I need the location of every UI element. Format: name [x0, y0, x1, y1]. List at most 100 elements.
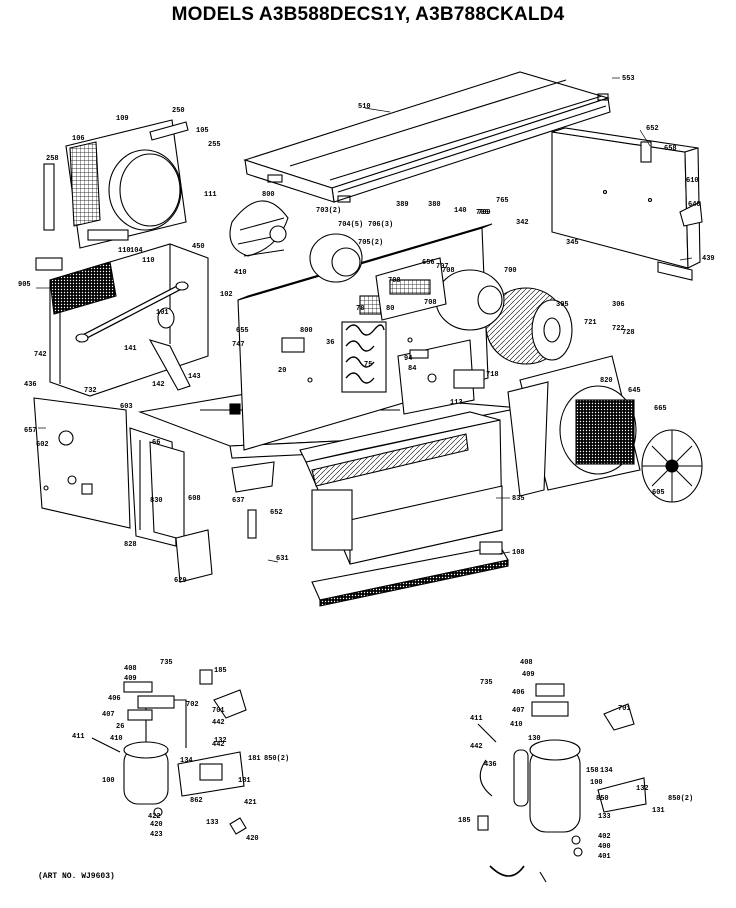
part-callout: 110 [142, 257, 155, 265]
part-callout: 709 [478, 209, 491, 217]
part-callout: 665 [654, 405, 667, 413]
part-callout: 102 [220, 291, 233, 299]
compressor-left-callout: 420 [150, 821, 163, 829]
partition-panel-part [129, 427, 185, 547]
compressor-right-assembly [477, 683, 647, 883]
compressor-right-callout: 132 [636, 785, 649, 793]
compressor-right-callout: 134 [600, 767, 613, 775]
part-callout: 320 [0, 0, 13, 3]
leader-lines [36, 77, 693, 563]
part-callout: 835 [512, 495, 525, 503]
compressor-left-callout: 735 [160, 659, 173, 667]
part-callout: 380 [428, 201, 441, 209]
part-callout: 728 [622, 329, 635, 337]
compressor-right-callout: 400 [598, 843, 611, 851]
part-callout: 657 [24, 427, 37, 435]
part-callout: 708 [424, 299, 437, 307]
part-callout: 708 [442, 267, 455, 275]
blower-motor-part [375, 257, 505, 331]
compressor-left-callout: 862 [190, 797, 203, 805]
muffler-tube-part [75, 281, 191, 391]
compressor-left-callout: 423 [150, 831, 163, 839]
front-grille-part [299, 411, 503, 565]
compressor-right-callout: 158 [586, 767, 599, 775]
compressor-right-callout: 410 [510, 721, 523, 729]
compressor-left-callout: 442 [212, 741, 225, 749]
compressor-left-callout: 100 [102, 777, 115, 785]
compressor-right-callout: 100 [590, 779, 603, 787]
part-callout: 637 [232, 497, 245, 505]
top-rail-part [243, 71, 611, 203]
compressor-left-labels: 4084097351854064072641041144210086242242… [72, 659, 289, 843]
part-callout: 705(2) [358, 239, 383, 247]
part-callout: 652 [270, 509, 283, 517]
compressor-left-callout: 850(2) [264, 755, 289, 763]
part-callout: 105 [196, 127, 209, 135]
rear-panel-part [551, 127, 703, 281]
compressor-left-callout: 134 [180, 757, 193, 765]
part-callout: 101 [156, 309, 169, 317]
part-callout: 703(2) [316, 207, 341, 215]
part-callout: 652 [646, 125, 659, 133]
blower-scroll-part [507, 355, 641, 497]
compressor-left-callout: 409 [124, 675, 137, 683]
compressor-right-callout: 407 [512, 707, 525, 715]
compressor-right-callout: 411 [470, 715, 483, 723]
part-callout: 342 [516, 219, 529, 227]
part-callout: 389 [396, 201, 409, 209]
compressor-right-callout: 130 [528, 735, 541, 743]
part-callout: 306 [612, 301, 625, 309]
compressor-right-labels: 4084097354064074104114421304361001347018… [458, 659, 693, 861]
compressor-left-callout: 411 [72, 733, 85, 741]
compressor-right-callout: 402 [598, 833, 611, 841]
compressor-right-callout: 701 [618, 705, 631, 713]
part-callout: 603 [120, 403, 133, 411]
part-callout: 605 [652, 489, 665, 497]
part-callout: 706(3) [368, 221, 393, 229]
part-callout: 700 [504, 267, 517, 275]
part-callout: 718 [486, 371, 499, 379]
part-callout: 732 [84, 387, 97, 395]
part-callout: 742 [34, 351, 47, 359]
part-callout: 113 [450, 399, 463, 407]
side-panel-part [33, 397, 131, 529]
part-callout: 629 [174, 577, 187, 585]
part-callout: 66 [152, 439, 160, 447]
part-callout: 645 [628, 387, 641, 395]
part-callout: 20 [278, 367, 286, 375]
compressor-right-callout: 850(2) [668, 795, 693, 803]
part-callout: 656 [422, 259, 435, 267]
part-callout: 305 [556, 301, 569, 309]
part-callout: 142 [152, 381, 165, 389]
compressor-right-callout: 409 [522, 671, 535, 679]
callout-labels: 5535106526586106404397091061092501052552… [0, 0, 715, 585]
compressor-left-callout: 26 [116, 723, 124, 731]
part-callout: 141 [124, 345, 137, 353]
compressor-left-callout: 406 [108, 695, 121, 703]
part-callout: 800 [262, 191, 275, 199]
part-callout: 721 [584, 319, 597, 327]
part-callout: 905 [18, 281, 31, 289]
part-callout: 109 [116, 115, 129, 123]
part-callout: 510 [358, 103, 371, 111]
part-callout: 706 [476, 209, 489, 217]
part-callout: 800 [300, 327, 313, 335]
part-callout: 830 [150, 497, 163, 505]
fan-guard-part [641, 429, 703, 503]
part-callout: 143 [188, 373, 201, 381]
part-callout: 255 [208, 141, 221, 149]
compressor-left-callout: 133 [206, 819, 219, 827]
compressor-left-callout: 422 [148, 813, 161, 821]
part-callout: 722 [612, 325, 625, 333]
compressor-right-callout: 850 [596, 795, 609, 803]
part-callout: 94 [404, 355, 412, 363]
compressor-left-callout: 421 [244, 799, 257, 807]
page-title: MODELS A3B588DECS1Y, A3B788CKALD4 [171, 4, 565, 25]
compressor-left-callout: 420 [246, 835, 259, 843]
compressor-left-callout: 181 [248, 755, 261, 763]
compressor-right-callout: 406 [512, 689, 525, 697]
part-callout: 436 [24, 381, 37, 389]
compressor-left-callout: 442 [212, 719, 225, 727]
part-callout: 608 [188, 495, 201, 503]
part-callout: 410 [234, 269, 247, 277]
